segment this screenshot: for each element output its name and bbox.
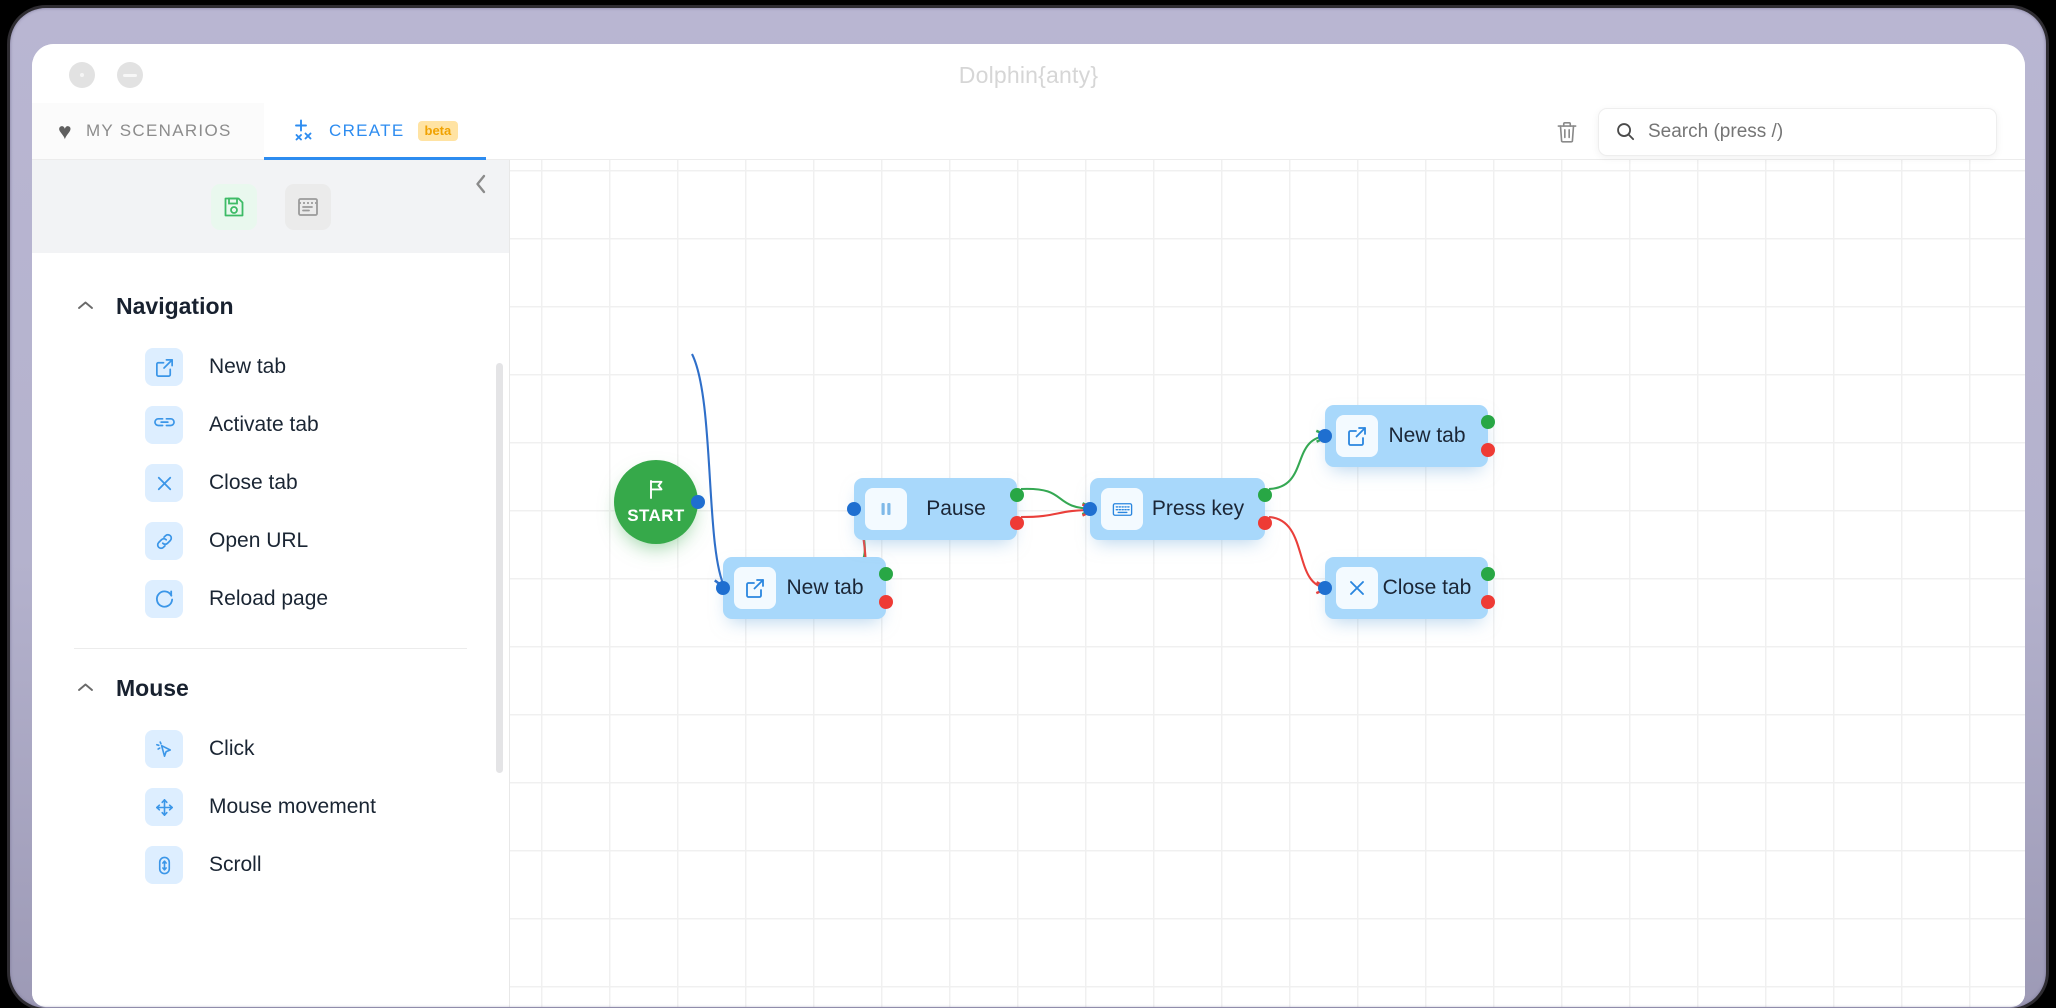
sidebar-action-label: Click <box>209 737 255 760</box>
port-success[interactable] <box>879 567 893 581</box>
port-success[interactable] <box>1258 488 1272 502</box>
scroll-mouse-icon <box>145 846 183 884</box>
sidebar-action-new-tab[interactable]: New tab <box>32 338 509 396</box>
sidebar-action-scroll[interactable]: Scroll <box>32 836 509 894</box>
port-failure[interactable] <box>1481 443 1495 457</box>
chevron-up-icon <box>77 296 94 316</box>
external-link-icon <box>1336 415 1378 457</box>
flag-icon <box>647 479 666 503</box>
port-in[interactable] <box>1318 581 1332 595</box>
sidebar-action-activate-tab[interactable]: Activate tab <box>32 396 509 454</box>
section-title: Mouse <box>116 675 189 701</box>
sidebar-action-label: Close tab <box>209 471 298 494</box>
chevron-up-icon <box>77 678 94 698</box>
save-button[interactable] <box>210 183 257 230</box>
port-failure[interactable] <box>1010 516 1024 530</box>
section-header-mouse[interactable]: Mouse <box>32 649 509 720</box>
search-icon <box>1617 123 1635 141</box>
node-new-tab-1[interactable]: New tab <box>716 557 893 619</box>
section-header-navigation[interactable]: Navigation <box>32 267 509 338</box>
notes-button[interactable] <box>284 183 331 230</box>
port-in[interactable] <box>1318 429 1332 443</box>
port-out[interactable] <box>691 495 705 509</box>
scenario-canvas[interactable]: START New tab <box>510 160 2025 1007</box>
port-in[interactable] <box>1083 502 1097 516</box>
node-start[interactable]: START <box>614 460 705 544</box>
canvas-toolbar <box>510 103 2025 160</box>
sidebar-action-reload-page[interactable]: Reload page <box>32 570 509 628</box>
close-x-icon <box>145 464 183 502</box>
desktop-window-frame: Dolphin{anty} ♥ MY SCENARIOS CREATE beta <box>10 8 2046 1008</box>
sidebar-action-mouse-movement[interactable]: Mouse movement <box>32 778 509 836</box>
app-window: Dolphin{anty} ♥ MY SCENARIOS CREATE beta <box>32 44 2025 1007</box>
link-dash-icon <box>145 406 183 444</box>
beta-badge: beta <box>417 121 459 141</box>
node-label: Pause <box>926 497 986 520</box>
pause-icon <box>865 488 907 530</box>
app-title: Dolphin{anty} <box>958 62 1099 88</box>
title-bar: Dolphin{anty} <box>32 44 2025 103</box>
port-failure[interactable] <box>1481 595 1495 609</box>
sidebar-action-label: Scroll <box>209 853 262 876</box>
port-in[interactable] <box>716 581 730 595</box>
search-input[interactable] <box>1648 120 1980 143</box>
tab-my-scenarios[interactable]: ♥ MY SCENARIOS <box>32 103 264 159</box>
sidebar-scroll-area[interactable]: Navigation New tab <box>32 253 509 1007</box>
window-close-button[interactable] <box>69 62 95 88</box>
heart-icon: ♥ <box>58 117 73 144</box>
sidebar-action-label: Mouse movement <box>209 795 376 818</box>
keyboard-icon <box>1101 488 1143 530</box>
sidebar-action-close-tab[interactable]: Close tab <box>32 454 509 512</box>
sidebar-scrollbar[interactable] <box>496 363 503 773</box>
window-minimize-button[interactable] <box>117 62 143 88</box>
tab-create-label: CREATE <box>329 121 405 140</box>
sidebar-action-label: New tab <box>209 355 287 378</box>
panel-toolbar <box>32 160 509 253</box>
external-link-icon <box>145 348 183 386</box>
node-pause[interactable]: Pause <box>847 478 1024 540</box>
node-label: New tab <box>786 576 864 599</box>
node-label: Close tab <box>1382 576 1472 599</box>
cursor-click-icon <box>145 730 183 768</box>
node-close-tab[interactable]: Close tab <box>1318 557 1495 619</box>
external-link-icon <box>734 567 776 609</box>
chain-link-icon <box>145 522 183 560</box>
node-label: New tab <box>1388 424 1466 447</box>
node-new-tab-2[interactable]: New tab <box>1318 405 1495 467</box>
sparkle-icon <box>290 118 316 144</box>
move-arrows-icon <box>145 788 183 826</box>
section-divider <box>74 648 467 649</box>
sidebar-action-click[interactable]: Click <box>32 720 509 778</box>
section-title: Navigation <box>116 293 234 319</box>
node-press-key[interactable]: Press key <box>1083 478 1272 540</box>
sidebar-action-open-url[interactable]: Open URL <box>32 512 509 570</box>
collapse-panel-button[interactable] <box>466 169 496 199</box>
node-start-label: START <box>627 505 685 525</box>
port-failure[interactable] <box>879 595 893 609</box>
sidebar-action-label: Reload page <box>209 587 329 610</box>
port-in[interactable] <box>847 502 861 516</box>
app-body: Navigation New tab <box>32 160 2025 1007</box>
port-success[interactable] <box>1481 415 1495 429</box>
port-failure[interactable] <box>1258 516 1272 530</box>
trash-icon <box>1557 121 1577 143</box>
sidebar-action-label: Open URL <box>209 529 309 552</box>
sidebar-action-label: Activate tab <box>209 413 319 436</box>
tab-my-scenarios-label: MY SCENARIOS <box>85 121 232 140</box>
node-label: Press key <box>1151 497 1245 520</box>
search-box[interactable] <box>1598 107 1997 156</box>
close-x-icon <box>1336 567 1378 609</box>
port-success[interactable] <box>1010 488 1024 502</box>
tab-create[interactable]: CREATE beta <box>264 103 486 160</box>
port-success[interactable] <box>1481 567 1495 581</box>
reload-icon <box>145 580 183 618</box>
actions-sidebar: Navigation New tab <box>32 160 510 1007</box>
delete-button[interactable] <box>1554 119 1580 145</box>
